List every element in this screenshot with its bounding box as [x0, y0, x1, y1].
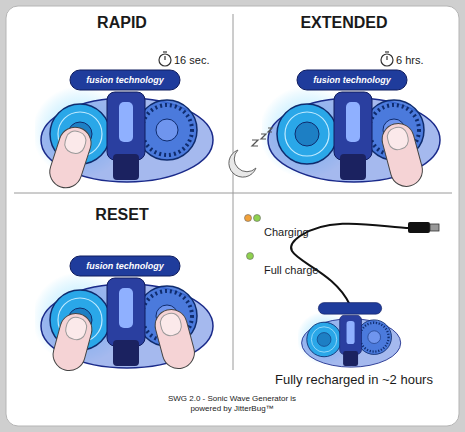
- device-label: fusion technology: [86, 75, 164, 85]
- extended-panel: EXTENDED 6 hrs.: [236, 10, 452, 190]
- charging-panel: ChargingFull chargeFully recharged in ~2…: [236, 196, 452, 392]
- panel-text: 16 sec.: [174, 54, 209, 66]
- panel-heading: RAPID: [97, 14, 147, 32]
- device-label: fusion technology: [313, 75, 391, 85]
- panel-text: Fully recharged in ~2 hours: [275, 372, 433, 387]
- panel-text: Charging: [264, 226, 309, 238]
- device-label: fusion technology: [86, 261, 164, 271]
- panel-heading: RESET: [95, 206, 148, 224]
- footer-caption: SWG 2.0 - Sonic Wave Generator is powere…: [162, 394, 302, 414]
- panel-heading: EXTENDED: [300, 14, 387, 32]
- panel-text: 6 hrs.: [396, 54, 424, 66]
- reset-panel: RESET: [14, 196, 230, 372]
- rapid-panel: RAPID 16 sec.: [14, 10, 230, 190]
- panel-text: Full charge: [264, 264, 318, 276]
